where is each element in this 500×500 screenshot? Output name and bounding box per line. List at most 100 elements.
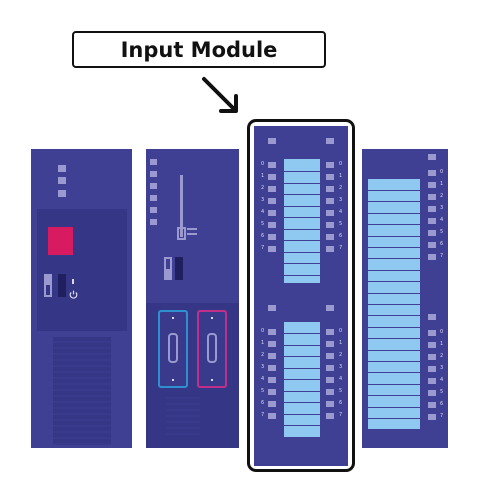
strip-divider: [368, 281, 420, 283]
channel-led: [326, 401, 334, 407]
strip-divider: [284, 356, 320, 357]
strip-divider: [368, 372, 420, 374]
channel-number: 0: [339, 328, 343, 334]
channel-led: [428, 182, 436, 188]
voltage-selector[interactable]: [58, 274, 66, 297]
strip-divider: [368, 395, 420, 397]
strip-divider: [368, 224, 420, 226]
channel-number: 2: [339, 352, 343, 358]
channel-led: [326, 174, 334, 180]
strip-divider: [368, 304, 420, 305]
channel-number: 6: [339, 233, 343, 239]
channel-led: [268, 377, 276, 383]
strip-divider: [284, 182, 320, 184]
indicator-led: [150, 183, 157, 189]
channel-number: 2: [339, 185, 343, 191]
channel-number: 2: [261, 185, 265, 191]
channel-number: 7: [440, 253, 444, 259]
channel-led: [428, 378, 436, 384]
channel-led: [268, 162, 276, 168]
indicator-led: [58, 190, 66, 197]
channel-led: [268, 353, 276, 359]
channel-number: 7: [339, 245, 343, 251]
channel-number: 7: [339, 412, 343, 418]
channel-led: [326, 389, 334, 395]
mode-selector[interactable]: [175, 257, 183, 280]
vent-grille: [53, 337, 111, 445]
channel-number: 3: [261, 364, 265, 370]
channel-number: 5: [261, 388, 265, 394]
indicator-led: [58, 177, 66, 184]
channel-led: [428, 170, 436, 176]
strip-divider: [284, 402, 320, 403]
indicator-led: [150, 159, 157, 165]
group-led: [326, 138, 334, 144]
channel-number: 4: [261, 376, 265, 382]
channel-number: 7: [261, 245, 265, 251]
channel-led: [326, 341, 334, 347]
key-slot: [180, 175, 183, 237]
key-tab: [187, 228, 197, 230]
programming-port[interactable]: [197, 310, 227, 388]
channel-led: [326, 198, 334, 204]
mode-key[interactable]: [177, 227, 186, 240]
channel-led: [428, 230, 436, 236]
channel-number: 1: [261, 340, 265, 346]
group-led: [428, 314, 436, 320]
channel-led: [268, 389, 276, 395]
power-switch[interactable]: [44, 274, 52, 297]
channel-led: [268, 401, 276, 407]
label-strip-lower: [284, 322, 320, 438]
channel-number: 3: [440, 205, 444, 211]
strip-divider: [368, 406, 420, 408]
channel-led: [268, 341, 276, 347]
channel-led: [268, 186, 276, 192]
run-stop-switch[interactable]: [164, 257, 172, 280]
indicator-led: [58, 165, 66, 172]
indicator-mark: [72, 279, 74, 284]
channel-led: [268, 329, 276, 335]
channel-number: 5: [440, 389, 444, 395]
channel-number: 1: [440, 341, 444, 347]
channel-led: [428, 414, 436, 420]
channel-led: [326, 246, 334, 252]
communication-port[interactable]: [158, 310, 188, 388]
channel-led: [428, 366, 436, 372]
strip-divider: [368, 338, 420, 340]
channel-led: [326, 413, 334, 419]
channel-led: [326, 365, 334, 371]
db9-connector: [168, 333, 178, 363]
channel-led: [268, 413, 276, 419]
channel-number: 5: [440, 229, 444, 235]
channel-number: 1: [261, 173, 265, 179]
strip-divider: [284, 251, 320, 253]
db9-connector: [207, 333, 217, 363]
strip-divider: [368, 326, 420, 328]
callout-label: Input Module: [120, 37, 278, 62]
input-module-callout: Input Module: [72, 31, 326, 68]
status-display: [48, 227, 73, 255]
channel-led: [268, 234, 276, 240]
indicator-led: [150, 195, 157, 201]
strip-divider: [284, 413, 320, 415]
channel-led: [428, 254, 436, 260]
group-led: [268, 138, 276, 144]
channel-number: 4: [261, 209, 265, 215]
channel-led: [428, 206, 436, 212]
channel-led: [428, 242, 436, 248]
strip-divider: [368, 247, 420, 248]
channel-number: 4: [339, 209, 343, 215]
channel-led: [428, 390, 436, 396]
strip-divider: [284, 274, 320, 276]
channel-led: [428, 354, 436, 360]
input-module-highlight: [247, 119, 355, 472]
channel-led: [268, 174, 276, 180]
channel-led: [326, 353, 334, 359]
channel-led: [326, 222, 334, 228]
channel-led: [268, 210, 276, 216]
strip-divider: [284, 240, 320, 241]
channel-led: [326, 162, 334, 168]
strip-divider: [284, 217, 320, 218]
